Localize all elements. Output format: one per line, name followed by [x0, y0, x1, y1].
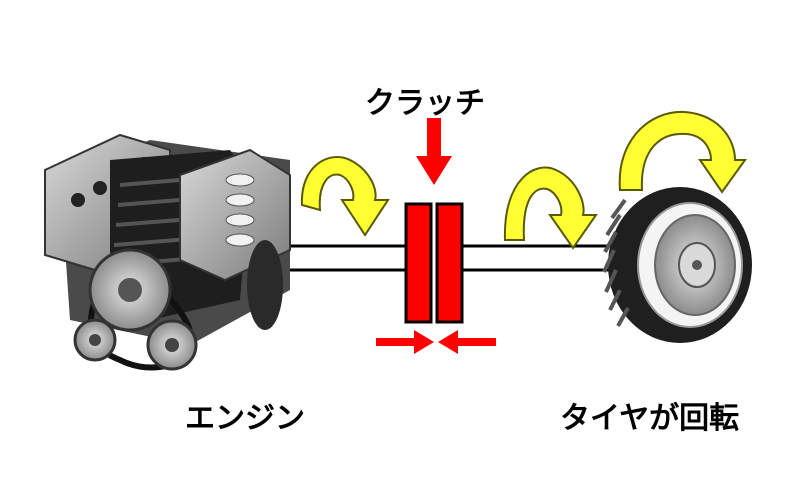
drive-shaft-right — [460, 244, 624, 272]
press-arrow-left-icon — [376, 330, 434, 354]
engine-label: エンジン — [185, 401, 305, 436]
clutch-label: クラッチ — [365, 86, 485, 121]
engine-icon — [44, 133, 291, 371]
tire-rotation-label: タイヤが回転 — [560, 401, 740, 436]
tire-icon — [602, 187, 752, 343]
rotation-arrow-icon — [503, 166, 598, 250]
rotation-arrow-icon — [618, 110, 747, 194]
down-arrow-icon — [416, 118, 452, 185]
rotation-arrow-icon — [300, 156, 390, 237]
clutch-plates — [404, 202, 464, 324]
press-arrow-right-icon — [438, 330, 496, 354]
